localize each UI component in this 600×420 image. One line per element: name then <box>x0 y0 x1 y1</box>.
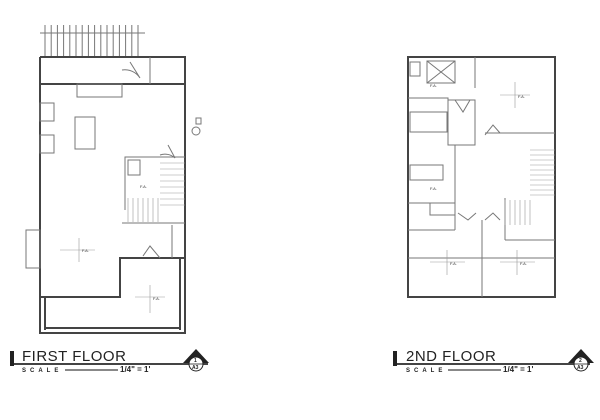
stairs <box>504 149 555 225</box>
drawing-title: FIRST FLOOR <box>22 348 126 365</box>
fixture-label: F.A. <box>450 261 457 266</box>
scale-label: SCALE <box>22 368 62 374</box>
doors <box>121 61 176 259</box>
fixture-label: F.A. <box>518 94 525 99</box>
fixture-label: F.A. <box>430 186 437 191</box>
fixture-label: F.A. <box>140 184 147 189</box>
sheet-number: A3 <box>577 365 584 371</box>
doors <box>454 99 501 221</box>
sheet-number: A3 <box>192 365 199 371</box>
interior-walls <box>25 57 202 269</box>
drawing-title: 2ND FLOOR <box>406 348 496 365</box>
fixture-label: F.A. <box>153 296 160 301</box>
title-block-second-floor: 2ND FLOOR SCALE 1/4" = 1' 2 A3 <box>393 348 594 374</box>
first-floor-plan: F.A. F.A. F.A. <box>25 25 202 334</box>
title-block-first-floor: FIRST FLOOR SCALE 1/4" = 1' 1 A3 <box>10 348 209 374</box>
detail-number: 2 <box>579 358 582 364</box>
exterior-walls <box>39 56 186 334</box>
fixture-label: F.A. <box>520 261 527 266</box>
stairs <box>127 162 185 222</box>
scale-ratio: 1/4" = 1' <box>503 365 533 374</box>
scale-ratio: 1/4" = 1' <box>120 365 150 374</box>
scale-label: SCALE <box>406 368 446 374</box>
deck-railing <box>40 25 145 58</box>
ceiling-fans <box>430 82 535 275</box>
interior-walls <box>408 57 555 297</box>
detail-number: 1 <box>194 358 197 364</box>
fixture-label: F.A. <box>430 83 437 88</box>
fixture-label: F.A. <box>82 248 89 253</box>
second-floor-plan: F.A. F.A. F.A. F.A. F.A. <box>407 56 556 298</box>
ceiling-fans <box>60 238 165 313</box>
